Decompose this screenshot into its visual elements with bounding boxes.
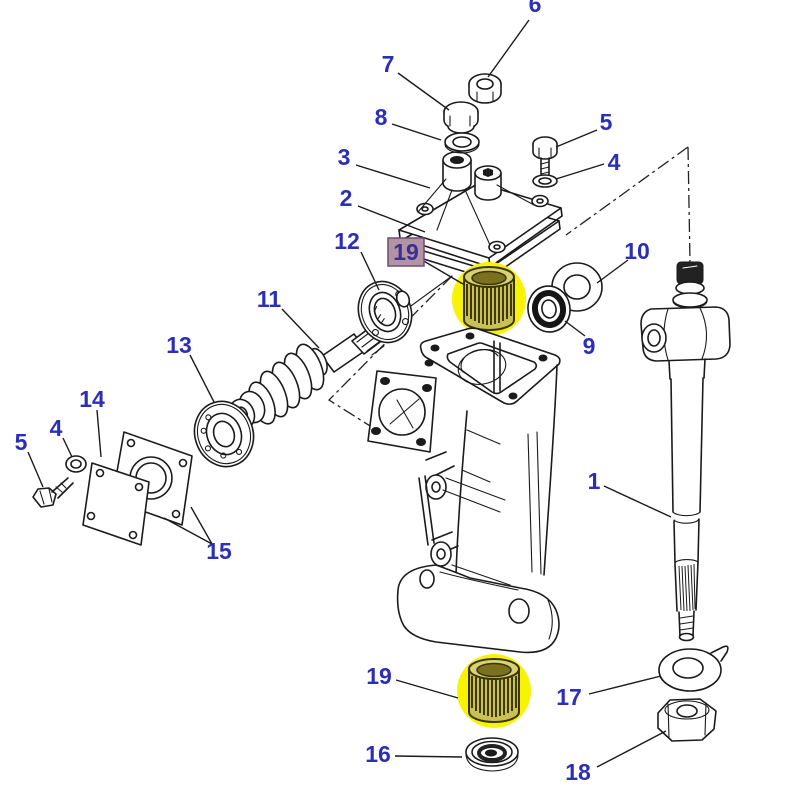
washer-right <box>532 174 558 188</box>
filler-bolt <box>443 101 479 134</box>
part-number-4: 4 <box>50 415 63 441</box>
highlighted-bushing-bottom <box>457 654 531 728</box>
washer-left <box>65 455 87 473</box>
part-number-5: 5 <box>600 109 613 135</box>
part-number-1: 1 <box>588 468 601 494</box>
leader-line-4 <box>555 163 605 180</box>
part-number-15: 15 <box>206 538 232 564</box>
leader-line-15 <box>163 517 213 545</box>
leader-line-6 <box>487 19 530 78</box>
tab-washer <box>658 645 729 692</box>
part-number-12: 12 <box>334 228 360 254</box>
leader-line-19 <box>395 679 459 699</box>
top-cover <box>398 151 563 268</box>
side-cover-gasket <box>82 462 150 546</box>
bottom-nut <box>657 698 717 742</box>
part-number-10: 10 <box>624 238 650 264</box>
part-number-6: 6 <box>529 0 542 17</box>
part-number-18: 18 <box>565 759 591 785</box>
leader-line-14 <box>96 409 102 458</box>
leader-line-9 <box>564 320 586 337</box>
washer-8 <box>444 132 480 154</box>
part-number-11: 11 <box>257 286 282 312</box>
leader-line-1 <box>603 485 672 518</box>
leader-line-2 <box>357 205 426 233</box>
part-number-2: 2 <box>340 185 353 211</box>
oil-seal-9 <box>527 285 571 333</box>
part-number-19: 19 <box>366 663 392 689</box>
bolt-right <box>532 136 558 177</box>
worm-shaft-tip <box>395 290 411 308</box>
gear-housing <box>367 327 561 654</box>
bottom-seal <box>465 737 519 772</box>
leader-line-17 <box>588 675 662 695</box>
sector-shaft <box>640 261 731 642</box>
part-number-5: 5 <box>15 429 28 455</box>
part-number-14: 14 <box>79 386 105 412</box>
leader-line-18 <box>596 730 667 768</box>
leader-line-11 <box>281 308 320 349</box>
part-number-16: 16 <box>365 741 391 767</box>
leader-line-15 <box>190 506 213 545</box>
part-number-9: 9 <box>583 333 596 359</box>
part-number-19: 19 <box>393 239 419 265</box>
leader-line-7 <box>397 72 450 111</box>
part-number-17: 17 <box>556 684 582 710</box>
part-number-4: 4 <box>608 149 621 175</box>
part-number-8: 8 <box>375 104 388 130</box>
input-bearing-13 <box>193 400 255 468</box>
leader-line-5 <box>27 451 44 488</box>
highlighted-label-background <box>387 237 425 267</box>
leader-line-8 <box>391 123 442 141</box>
leader-line-13 <box>189 354 215 403</box>
bolt-left <box>32 477 74 508</box>
leader-line-5 <box>555 129 598 148</box>
highlighted-bushing-top <box>452 262 526 336</box>
leader-line-12 <box>360 251 380 291</box>
leader-line-4 <box>62 437 73 458</box>
leader-line-10 <box>596 259 629 284</box>
leader-line-16 <box>394 755 463 758</box>
top-nut <box>468 73 502 104</box>
leader-line-19 <box>421 259 464 285</box>
part-number-7: 7 <box>382 51 395 77</box>
leader-line-3 <box>355 164 431 189</box>
part-number-3: 3 <box>338 144 351 170</box>
part-number-13: 13 <box>166 332 192 358</box>
